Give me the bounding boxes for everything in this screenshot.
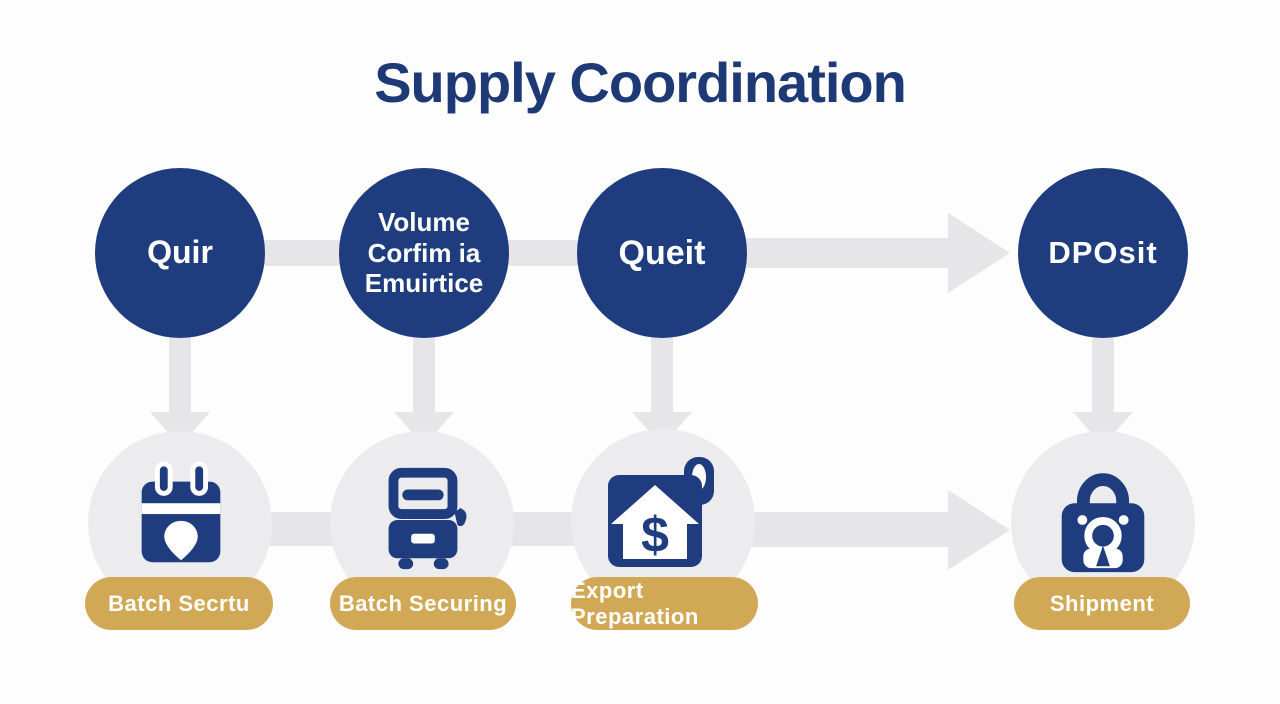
down-arrow-shaft-2	[413, 338, 435, 414]
svg-text:$: $	[641, 507, 669, 563]
stage-tag-3: Export Preparation	[571, 577, 758, 630]
stage-tag-1: Batch Secrtu	[85, 577, 273, 630]
page-title: Supply Coordination	[374, 51, 907, 114]
down-arrow-shaft-3	[651, 338, 673, 414]
house-dollar-tag-icon: $	[608, 457, 714, 567]
stage-tag-2: Batch Securing	[330, 577, 516, 630]
stage-circle-label: DPOsit	[1048, 234, 1158, 270]
stage-tag-label: Shipment	[1049, 590, 1155, 616]
stage-circle-label: Volume Corfim ia Emuirtice	[364, 206, 484, 299]
stage-circle-label: Queit	[618, 233, 706, 272]
stage-tag-label: Batch Secrtu	[108, 590, 250, 616]
lock-bag-icon	[1061, 473, 1145, 573]
stage-circle-3: Queit	[577, 168, 747, 338]
calendar-pin-icon	[141, 461, 221, 563]
down-arrow-shaft-1	[169, 338, 191, 414]
stage-tag-label: Export Preparation	[571, 577, 699, 629]
right-arrow-shaft-top	[745, 238, 950, 268]
stage-circle-2: Volume Corfim ia Emuirtice	[339, 168, 509, 338]
stage-circle-label: Quir	[147, 234, 213, 271]
right-arrow-head-bottom-icon	[948, 490, 1010, 570]
down-arrow-shaft-4	[1092, 338, 1114, 414]
delivery-truck-icon	[388, 467, 467, 570]
right-arrow-shaft-bottom	[742, 512, 950, 547]
right-arrow-head-top-icon	[948, 213, 1010, 293]
stage-tag-4: Shipment	[1014, 577, 1190, 630]
stage-circle-4: DPOsit	[1018, 168, 1188, 338]
stage-tag-label: Batch Securing	[338, 590, 508, 616]
stage-circle-1: Quir	[95, 168, 265, 338]
